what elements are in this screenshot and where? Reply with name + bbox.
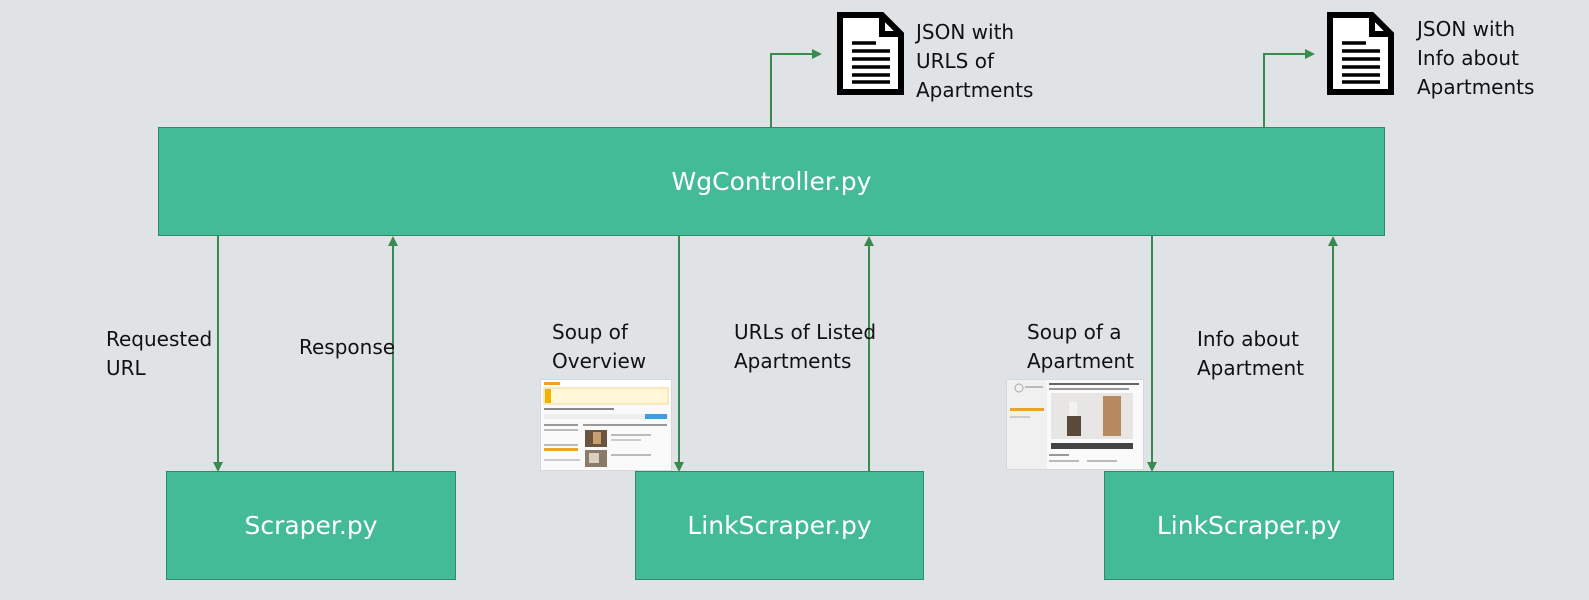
document-icon — [1327, 12, 1394, 95]
info-apartment-label: Info about Apartment — [1197, 327, 1305, 380]
linkscraper-label-1: LinkScraper.py — [687, 511, 872, 540]
json-info-label: JSON with Info about Apartments — [1417, 17, 1535, 99]
overview-page-thumbnail — [540, 379, 672, 471]
urls-listed-label: URLs of Listed Apartments — [734, 320, 877, 373]
controller-box: WgController.py — [158, 127, 1385, 236]
document-icon — [837, 12, 904, 95]
controller-label: WgController.py — [671, 167, 872, 196]
apartment-page-thumbnail — [1006, 379, 1144, 470]
json-urls-label: JSON with URLS of Apartments — [916, 20, 1034, 102]
requested-url-label: Requested URL — [106, 327, 213, 380]
overview-thumbnail-graphic — [541, 380, 671, 467]
linkscraper-label-2: LinkScraper.py — [1156, 511, 1342, 540]
arrow-json-info — [1263, 49, 1315, 127]
response-label: Response — [299, 335, 396, 359]
soup-apartment-label: Soup of a Apartment — [1027, 320, 1135, 373]
apartment-thumbnail-graphic — [1007, 380, 1139, 469]
scraper-label: Scraper.py — [244, 511, 378, 540]
arrow-json-urls — [770, 49, 822, 127]
linkscraper-box-2: LinkScraper.py — [1104, 471, 1394, 580]
scraper-box: Scraper.py — [166, 471, 456, 580]
soup-overview-label: Soup of Overview — [552, 320, 647, 373]
linkscraper-box-1: LinkScraper.py — [635, 471, 924, 580]
